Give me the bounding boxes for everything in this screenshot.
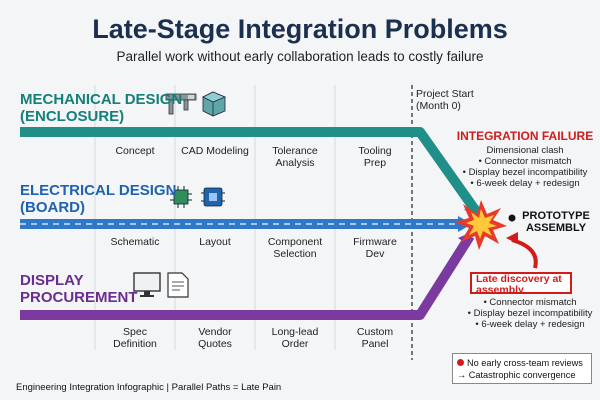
mechanical-stage-concept: Concept [115, 145, 155, 157]
mechanical-stage-cad-modeling: CAD Modeling [181, 145, 249, 157]
late-discovery-arrow [511, 238, 538, 269]
chip-icon [201, 187, 225, 207]
project-start-label: Project Start (Month 0) [416, 88, 474, 112]
circuit-board-icon [170, 186, 192, 208]
integration-failure-list: Dimensional clash • Connector mismatch •… [462, 145, 588, 189]
prototype-dot-icon [508, 214, 516, 222]
collision-burst-icon [455, 200, 507, 250]
page-title: Late-Stage Integration Problems [92, 14, 508, 44]
legend-item-no-reviews: No early cross-team reviews [457, 357, 587, 369]
footer-caption: Engineering Integration Infographic | Pa… [16, 382, 282, 393]
document-icon [167, 272, 189, 298]
prototype-assembly-label: PROTOTYPE ASSEMBLY [522, 210, 590, 234]
late-discovery-badge: Late discovery at assembly [470, 272, 572, 294]
integration-failure-title: INTEGRATION FAILURE [456, 129, 594, 143]
page-subtitle: Parallel work without early collaboratio… [116, 49, 484, 64]
caliper-icon [165, 93, 197, 115]
legend-item-convergence: → Catastrophic convergence [457, 370, 576, 380]
late-discovery-arrowhead [506, 232, 518, 244]
electrical-stage-schematic: Schematic [110, 236, 160, 248]
display-lane-title: DISPLAY PROCUREMENT [20, 272, 138, 306]
display-lane-bar [20, 233, 475, 320]
monitor-icon [133, 272, 161, 297]
red-dot-icon [457, 359, 464, 366]
cube-icon [202, 91, 227, 117]
electrical-stage-layout: Layout [199, 236, 231, 248]
late-discovery-list: • Connector mismatch • Display bezel inc… [467, 297, 593, 330]
electrical-lane-title: ELECTRICAL DESIGN (BOARD) [20, 182, 177, 216]
legend-box: No early cross-team reviews → Catastroph… [452, 353, 592, 384]
mechanical-lane-title: MECHANICAL DESIGN (ENCLOSURE) [20, 91, 183, 125]
mechanical-lane-bar [20, 127, 483, 217]
